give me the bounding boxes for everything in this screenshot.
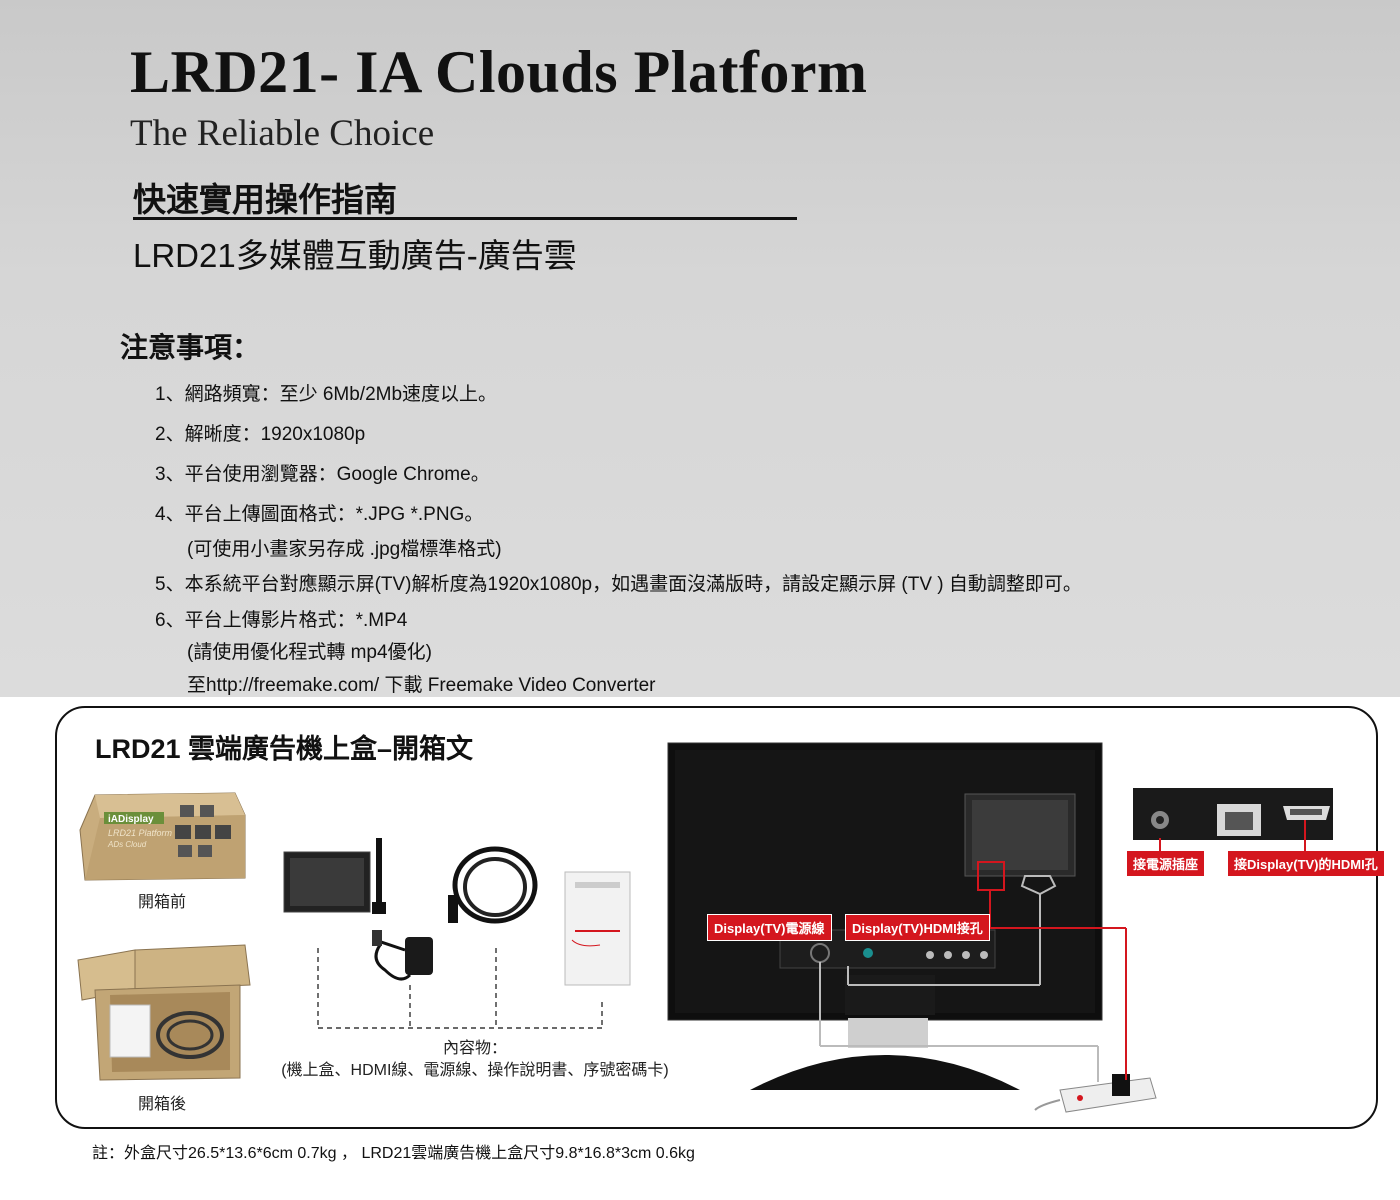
- page-subtitle: The Reliable Choice: [130, 113, 435, 154]
- connection-lines: [819, 820, 1306, 1082]
- page-title: LRD21- IA Clouds Platform: [130, 39, 868, 105]
- title-divider: [133, 217, 797, 220]
- hdmi-cable-image: [448, 846, 538, 924]
- contents-bracket: [317, 948, 603, 1029]
- tag-power-cable: Display(TV)電源線: [707, 914, 832, 941]
- note-item: 4、平台上傳圖面格式：*.JPG *.PNG。: [155, 504, 484, 525]
- monitor-back-image: [667, 742, 1103, 1090]
- after-caption: 開箱後: [138, 1096, 187, 1113]
- contents-label: 內容物：: [442, 1040, 507, 1057]
- guide-title: 快速實用操作指南: [133, 181, 397, 218]
- power-strip-image: [1034, 1074, 1157, 1113]
- port-closeup-image: [1133, 788, 1333, 840]
- manual-image: [564, 871, 631, 986]
- note-item-sub: (可使用小畫家另存成 .jpg檔標準格式): [187, 539, 502, 560]
- box-print-line1: LRD21 Platform: [108, 828, 173, 838]
- header-panel: [0, 0, 1400, 697]
- notes-heading: 注意事項：: [120, 332, 261, 363]
- note-item: 6、平台上傳影片格式：*.MP4: [155, 610, 408, 631]
- power-adapter-image: [372, 930, 433, 981]
- note-item: 3、平台使用瀏覽器：Google Chrome。: [155, 464, 490, 485]
- box-print-line2: ADs Cloud: [107, 840, 147, 849]
- tag-power-socket: 接電源插座: [1127, 851, 1205, 876]
- guide-subtitle: LRD21多媒體互動廣告-廣告雲: [133, 237, 577, 274]
- footer-note: 註：外盒尺寸26.5*13.6*6cm 0.7kg ， LRD21雲端廣告機上盒…: [92, 1145, 695, 1162]
- note-item: 1、網路頻寬：至少 6Mb/2Mb速度以上。: [155, 384, 498, 405]
- tag-hdmi-to-tv: 接Display(TV)的HDMI孔: [1228, 851, 1384, 876]
- open-box-image: [77, 944, 251, 1081]
- tag-hdmi-port: Display(TV)HDMI接孔: [845, 914, 990, 941]
- contents-list: (機上盒、HDMI線、電源線、操作說明書、序號密碼卡): [281, 1062, 669, 1079]
- before-caption: 開箱前: [138, 894, 187, 911]
- contents-description: 內容物： (機上盒、HDMI線、電源線、操作說明書、序號密碼卡): [270, 1038, 680, 1082]
- note-item: 5、本系統平台對應顯示屏(TV)解析度為1920x1080p，如遇畫面沒滿版時，…: [155, 574, 1082, 595]
- note-item-sub: 至http://freemake.com/ 下載 Freemake Video …: [187, 675, 656, 696]
- unboxing-title: LRD21 雲端廣告機上盒–開箱文: [95, 734, 474, 764]
- note-item-sub: (請使用優化程式轉 mp4優化): [187, 642, 432, 663]
- set-top-box-image: [283, 838, 386, 914]
- box-print-brand: iADisplay: [108, 814, 154, 825]
- closed-box-image: iADisplay LRD21 Platform ADs Cloud: [79, 792, 246, 881]
- note-item: 2、解晰度：1920x1080p: [155, 424, 366, 445]
